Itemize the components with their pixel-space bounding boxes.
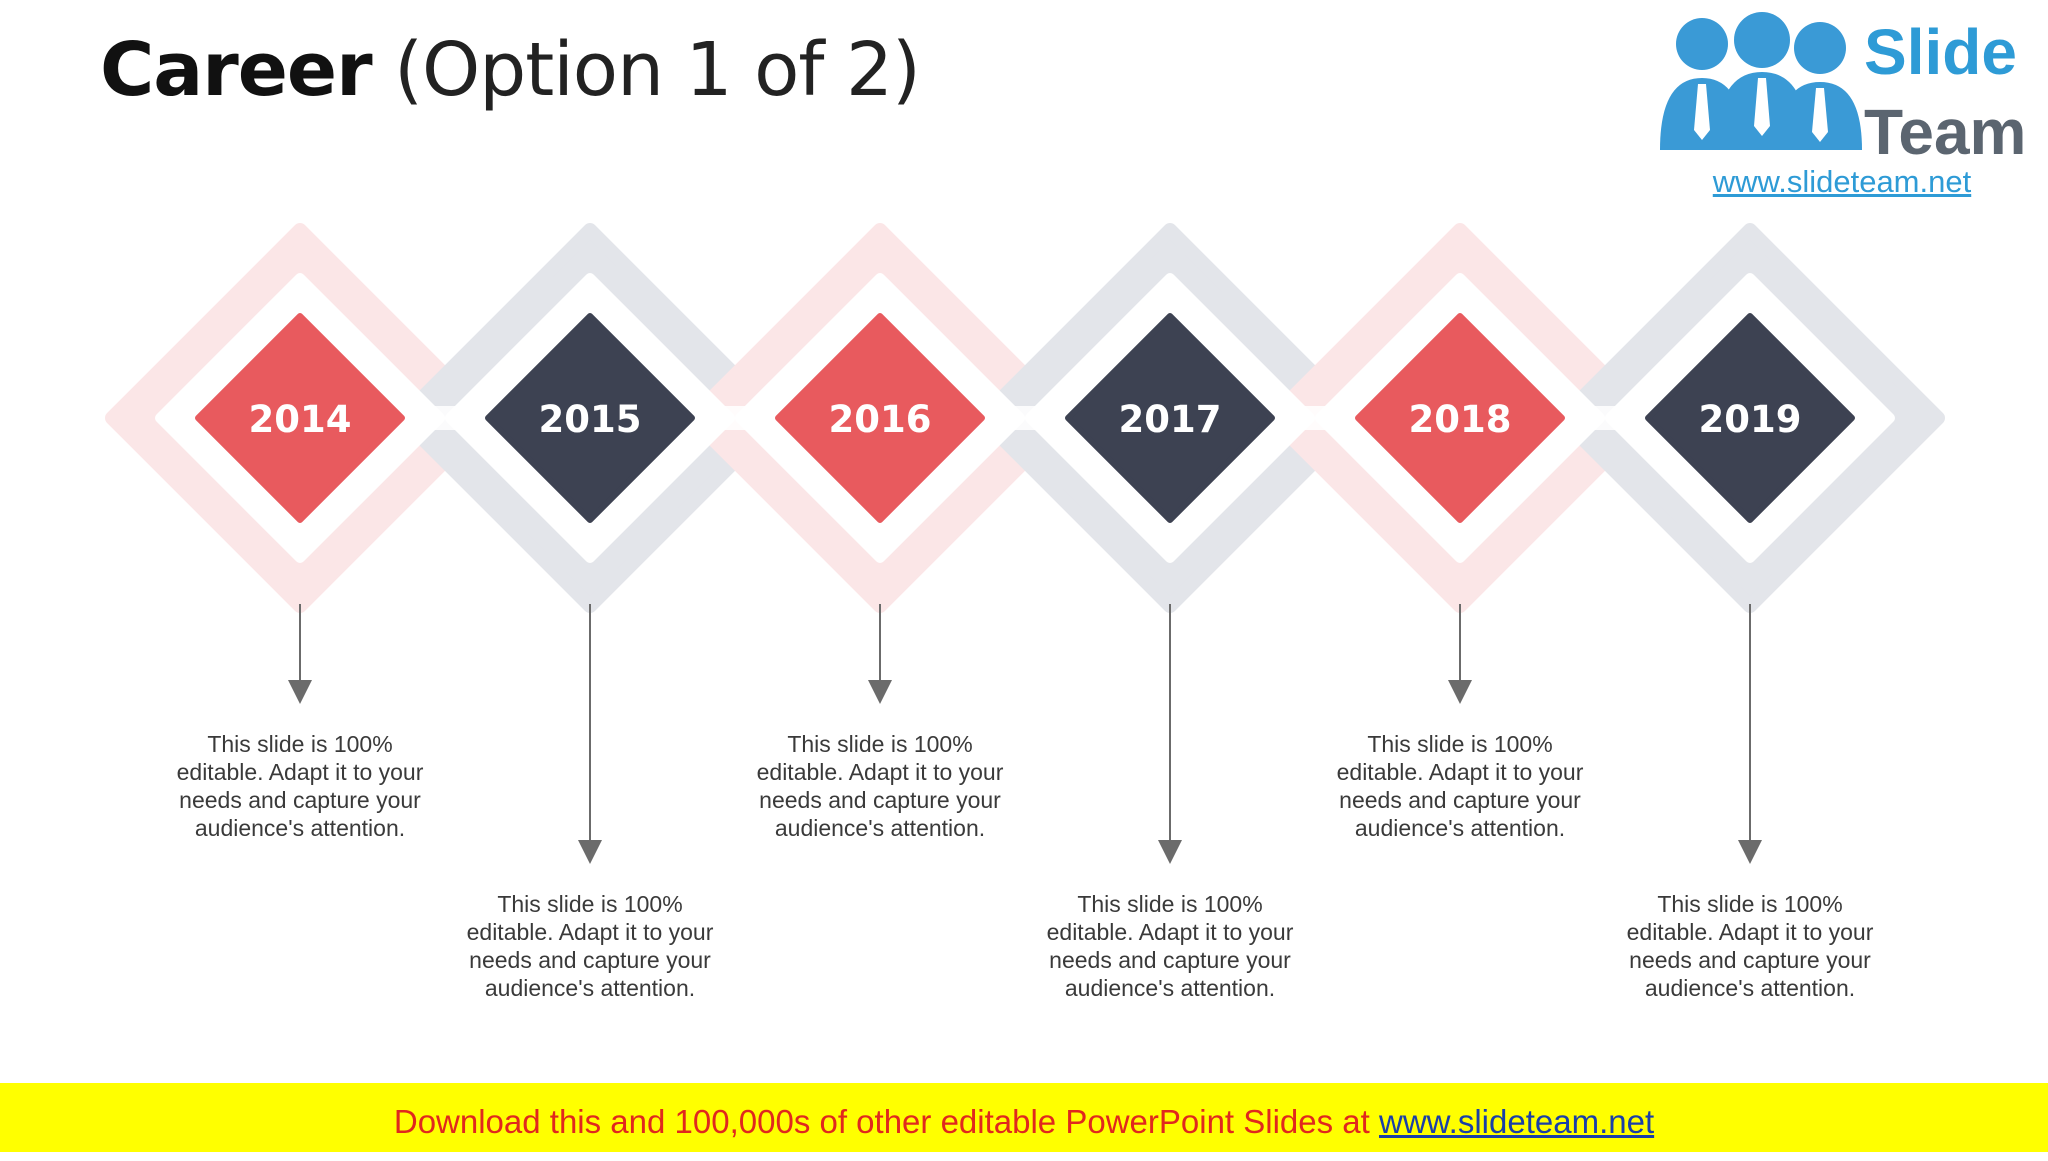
- slideteam-logo: Slide Team www.slideteam.net: [1640, 0, 2048, 200]
- year-label: 2015: [539, 398, 642, 441]
- description-line: audience's attention.: [1354, 815, 1566, 841]
- milestone-description: This slide is 100%editable. Adapt it to …: [735, 730, 1025, 842]
- description-line: needs and capture your: [759, 787, 1001, 813]
- description-line: This slide is 100%: [787, 731, 973, 757]
- year-label: 2018: [1409, 398, 1512, 441]
- year-label: 2019: [1699, 398, 1802, 441]
- description-line: audience's attention.: [1064, 975, 1276, 1001]
- description-line: This slide is 100%: [497, 891, 683, 917]
- description-line: editable. Adapt it to your: [1046, 919, 1294, 945]
- page-title: Career (Option 1 of 2): [100, 22, 921, 118]
- description-line: needs and capture your: [1049, 947, 1291, 973]
- description-line: editable. Adapt it to your: [756, 759, 1004, 785]
- description-line: This slide is 100%: [207, 731, 393, 757]
- description-line: audience's attention.: [1644, 975, 1856, 1001]
- year-diamond: [485, 313, 695, 523]
- description-line: needs and capture your: [1629, 947, 1871, 973]
- milestone-description: This slide is 100%editable. Adapt it to …: [1025, 890, 1315, 1002]
- description-line: This slide is 100%: [1657, 891, 1843, 917]
- description-line: audience's attention.: [774, 815, 986, 841]
- year-diamond: [1355, 313, 1565, 523]
- timeline-diagram: 2014 2015 2016 2017 2018 2019: [105, 223, 1945, 864]
- year-diamond: [1645, 313, 1855, 523]
- description-line: editable. Adapt it to your: [176, 759, 424, 785]
- banner-text: Download this and 100,000s of other edit…: [393, 1103, 1379, 1140]
- logo-word-slide: Slide: [1864, 16, 2017, 88]
- milestone-description: This slide is 100%editable. Adapt it to …: [1315, 730, 1605, 842]
- year-label: 2017: [1119, 398, 1222, 441]
- description-line: needs and capture your: [469, 947, 711, 973]
- logo-word-team: Team: [1864, 96, 2027, 168]
- year-diamond: [195, 313, 405, 523]
- title-bold: Career: [100, 27, 373, 113]
- description-line: This slide is 100%: [1367, 731, 1553, 757]
- description-line: This slide is 100%: [1077, 891, 1263, 917]
- description-line: editable. Adapt it to your: [466, 919, 714, 945]
- description-line: needs and capture your: [1339, 787, 1581, 813]
- download-banner: Download this and 100,000s of other edit…: [0, 1083, 2048, 1152]
- milestone-description: This slide is 100%editable. Adapt it to …: [445, 890, 735, 1002]
- logo-url-link[interactable]: www.slideteam.net: [1712, 164, 1972, 199]
- milestone-description: This slide is 100%editable. Adapt it to …: [155, 730, 445, 842]
- year-diamond: [775, 313, 985, 523]
- title-subtitle: (Option 1 of 2): [394, 27, 921, 113]
- description-line: editable. Adapt it to your: [1626, 919, 1874, 945]
- year-label: 2014: [249, 398, 352, 441]
- description-line: editable. Adapt it to your: [1336, 759, 1584, 785]
- description-line: audience's attention.: [484, 975, 696, 1001]
- year-diamond: [1065, 313, 1275, 523]
- banner-link[interactable]: www.slideteam.net: [1379, 1103, 1655, 1140]
- people-icon: [1660, 12, 1862, 150]
- milestone-description: This slide is 100%editable. Adapt it to …: [1605, 890, 1895, 1002]
- description-line: audience's attention.: [194, 815, 406, 841]
- year-label: 2016: [829, 398, 932, 441]
- description-line: needs and capture your: [179, 787, 421, 813]
